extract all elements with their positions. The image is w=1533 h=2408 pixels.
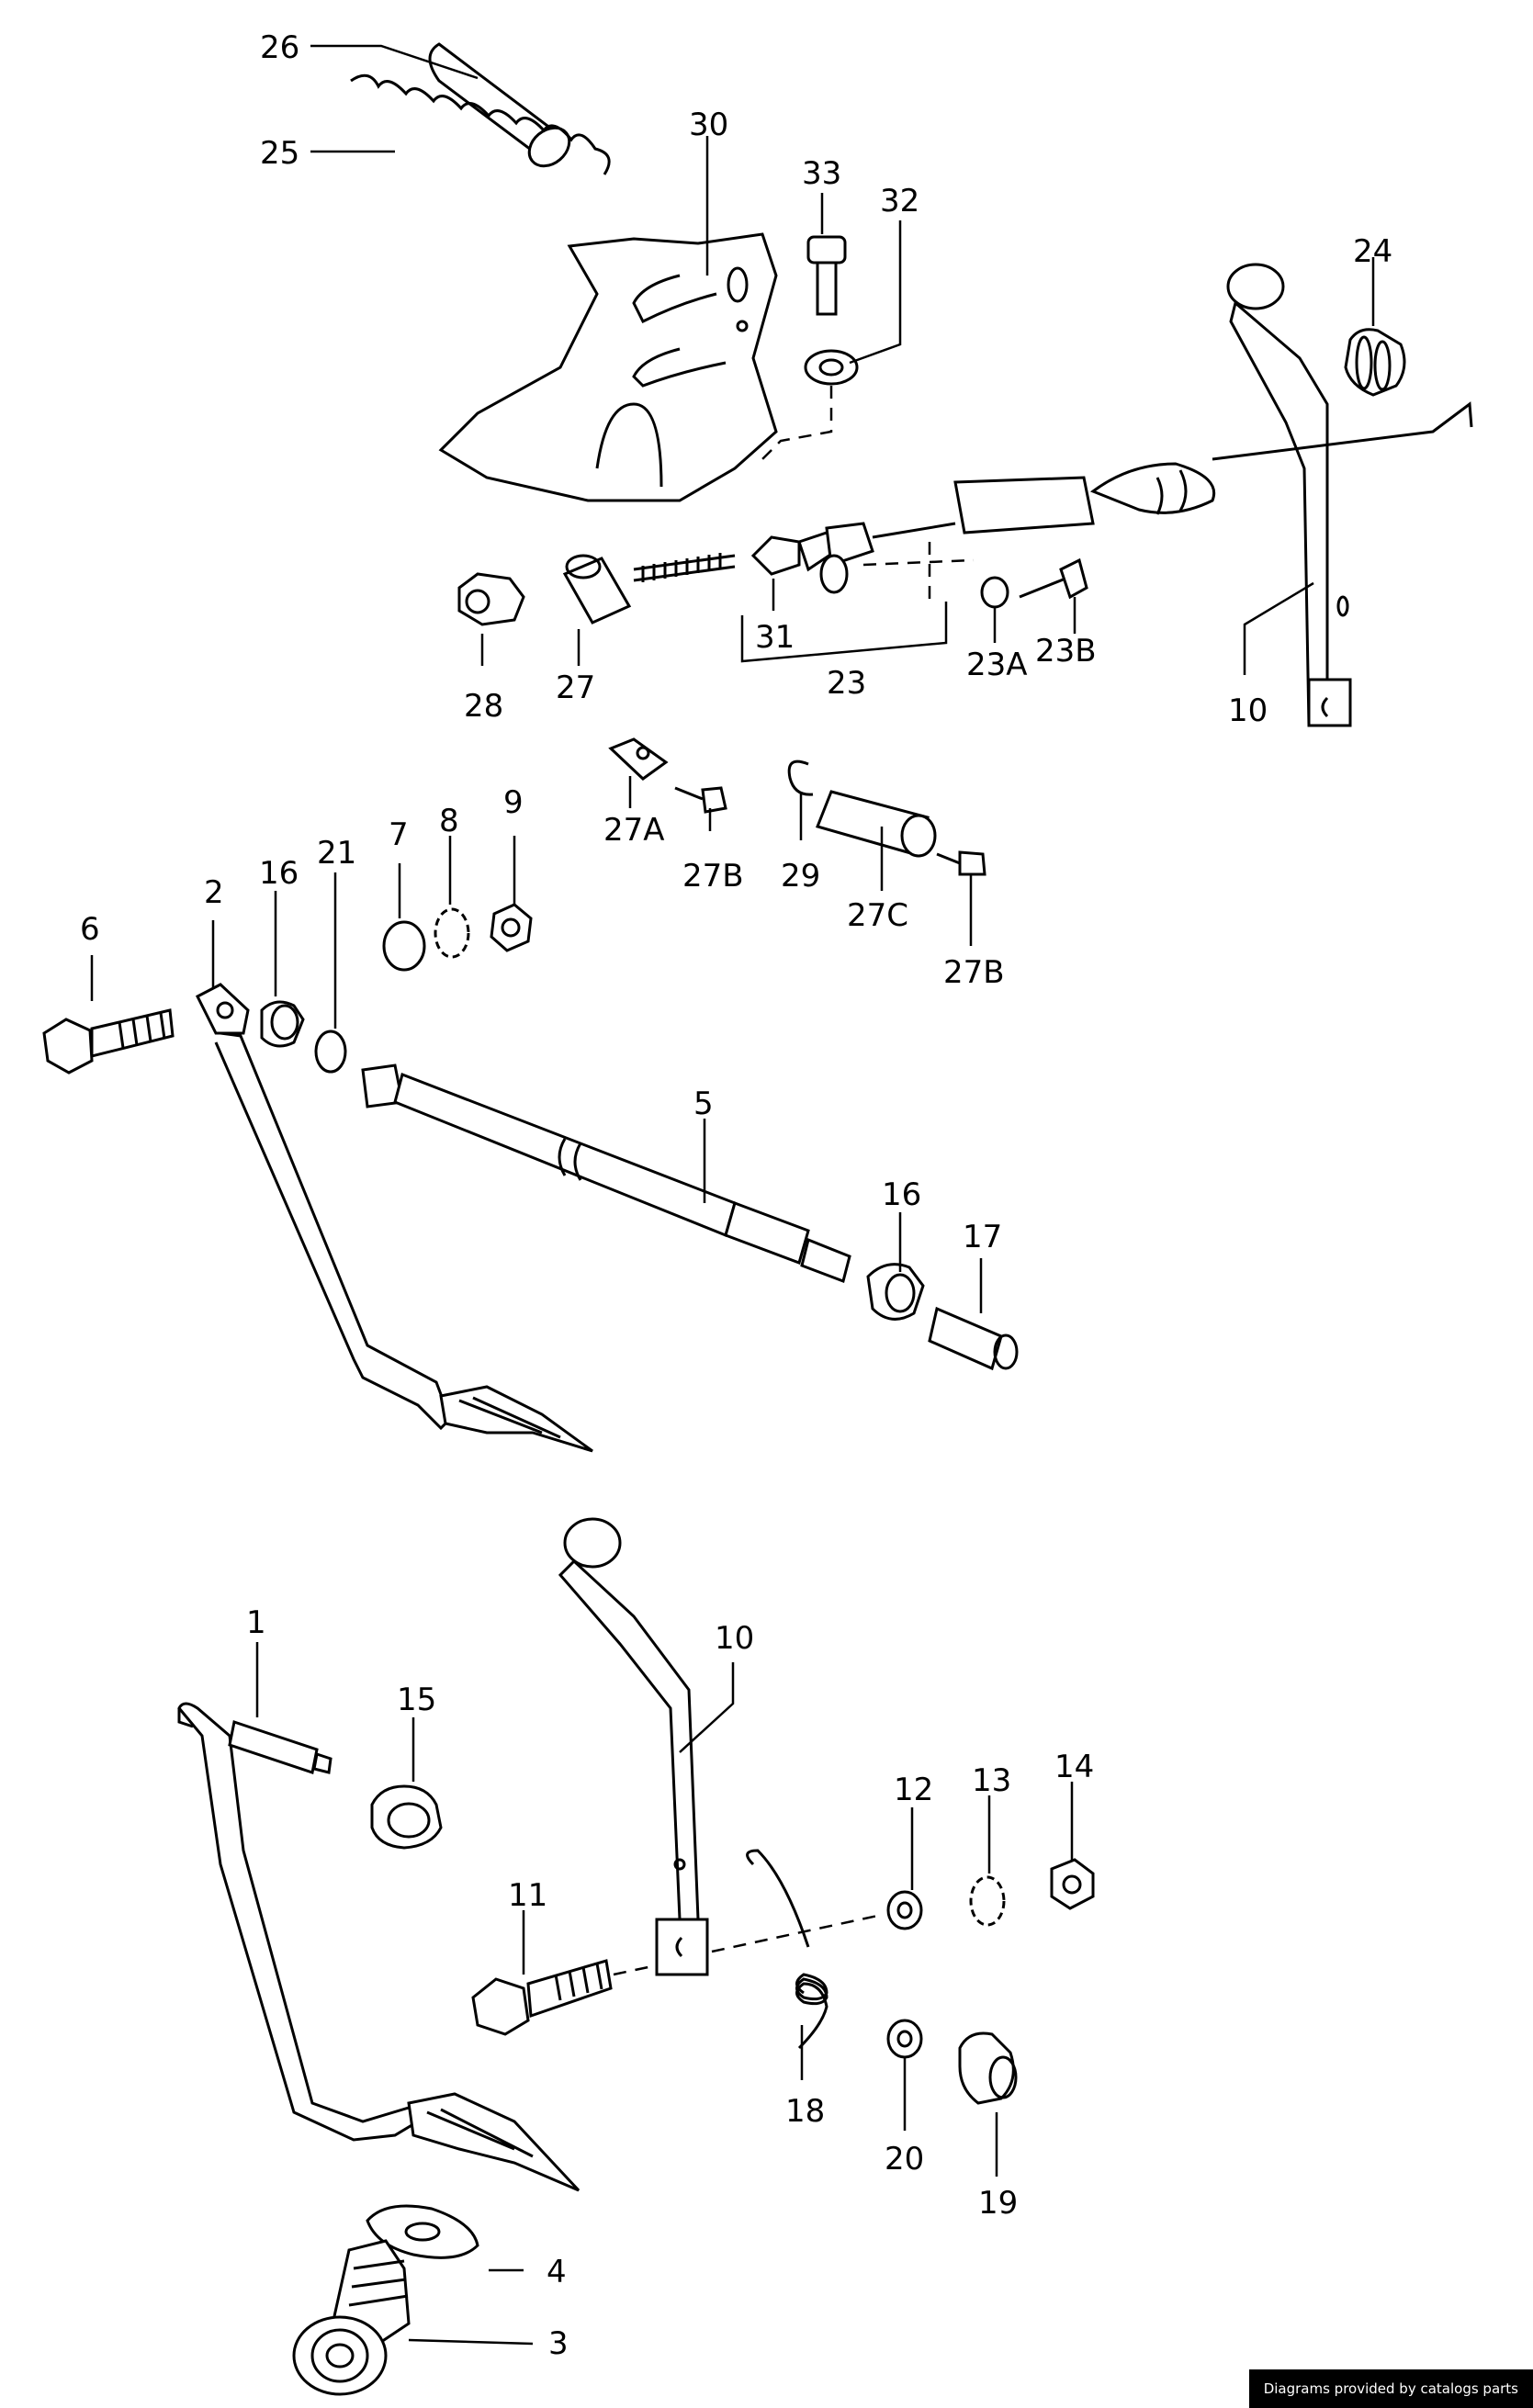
part-7-washer	[382, 920, 426, 972]
part-10-lever-bottom	[558, 1517, 709, 1976]
part-27b-screw-2	[936, 850, 986, 876]
part-8-lock-washer	[434, 907, 470, 959]
callout-27: 27	[556, 670, 595, 706]
callout-27a: 27A	[603, 812, 665, 849]
part-27-sleeve	[562, 554, 632, 625]
callout-33: 33	[802, 155, 841, 192]
callout-11: 11	[508, 1877, 547, 1914]
callout-28: 28	[464, 688, 503, 725]
part-13-lock-washer	[969, 1875, 1006, 1927]
part-19-stop	[958, 2031, 1018, 2105]
part-10-lever-top	[1226, 263, 1352, 727]
callout-21: 21	[317, 835, 356, 872]
callout-16-a: 16	[259, 855, 299, 892]
part-27a-sleeve	[608, 737, 669, 781]
part-27c-pin	[815, 790, 937, 858]
part-33-bolt	[806, 235, 847, 316]
callout-27b-2: 27B	[943, 954, 1005, 991]
part-21-ring	[314, 1030, 347, 1074]
part-30-shield	[438, 232, 778, 502]
callout-7: 7	[389, 816, 409, 853]
callout-18: 18	[785, 2093, 825, 2130]
part-29-circlip	[787, 760, 814, 796]
callout-5: 5	[693, 1086, 714, 1122]
callout-27b-1: 27B	[682, 858, 744, 895]
callout-16-b: 16	[882, 1176, 921, 1213]
part-23a-washer	[980, 576, 1009, 609]
callout-3: 3	[548, 2325, 569, 2362]
part-2-pedal	[195, 983, 593, 1453]
callout-8: 8	[439, 803, 459, 839]
part-11-bolt	[471, 1959, 613, 2036]
callout-23: 23	[827, 665, 866, 702]
callout-31: 31	[755, 619, 795, 656]
callout-23b: 23B	[1035, 633, 1097, 670]
part-24-grommet	[1344, 328, 1406, 397]
callout-2: 2	[204, 874, 224, 911]
callout-17: 17	[963, 1219, 1002, 1255]
callout-23a: 23A	[966, 647, 1028, 683]
callout-10-bottom: 10	[715, 1620, 754, 1657]
callout-26: 26	[260, 29, 299, 66]
callout-27c: 27C	[847, 897, 908, 934]
part-20-washer	[886, 2019, 923, 2059]
callout-20: 20	[885, 2141, 924, 2177]
callout-32: 32	[880, 183, 919, 219]
callout-12: 12	[894, 1772, 933, 1808]
callout-14: 14	[1054, 1749, 1094, 1785]
part-4-washer	[366, 2204, 479, 2259]
part-23b-screw	[1019, 557, 1088, 600]
part-6-bolt	[42, 1008, 175, 1075]
part-23-cable	[872, 401, 1473, 539]
part-25-spring	[350, 73, 611, 175]
part-28-nut	[457, 572, 525, 626]
part-32-clip	[804, 349, 859, 386]
callout-4: 4	[547, 2254, 567, 2290]
threaded-rod	[633, 553, 736, 582]
part-16-bush-1	[260, 1000, 305, 1048]
part-9-nut	[490, 903, 533, 952]
part-26-pin	[428, 42, 571, 168]
part-3-bumper	[292, 2239, 411, 2396]
part-1-pedal	[177, 1702, 581, 2192]
callout-15: 15	[397, 1682, 436, 1718]
part-27b-screw-1	[674, 786, 727, 814]
part-16-bush-2	[866, 1263, 925, 1321]
part-5-shaft	[361, 1063, 851, 1283]
part-12-washer	[886, 1890, 923, 1930]
part-17-roller	[928, 1306, 1019, 1371]
callout-9: 9	[503, 784, 524, 821]
callout-6: 6	[80, 911, 100, 948]
diagram-credit: Diagrams provided by catalogs parts	[1248, 2369, 1533, 2408]
part-14-nut	[1050, 1858, 1095, 1910]
callout-10-top: 10	[1228, 692, 1268, 729]
callout-19: 19	[978, 2185, 1018, 2222]
callout-30: 30	[689, 107, 728, 143]
part-15-bush	[370, 1784, 443, 1850]
callout-1: 1	[246, 1604, 266, 1641]
part-31-nipple	[750, 522, 874, 594]
callout-25: 25	[260, 135, 299, 172]
callout-13: 13	[972, 1762, 1011, 1799]
callout-24: 24	[1353, 233, 1392, 270]
part-18-spring	[746, 1849, 828, 2050]
callout-29: 29	[781, 858, 820, 895]
